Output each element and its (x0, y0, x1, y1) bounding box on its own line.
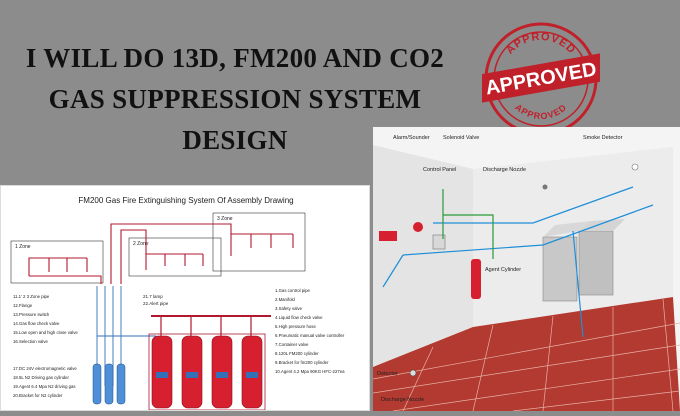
left-label: 11.1′ 2 3 Zone pipe (13, 294, 50, 299)
zone-box-1 (10, 240, 104, 284)
left-label: 14.Gas flow check valve (13, 321, 60, 326)
label-solenoid-valve: Solenoid Valve (443, 135, 479, 141)
fm200-schematic-panel: FM200 Gas Fire Extinguishing System Of A… (0, 185, 370, 411)
zone-pipes (28, 223, 294, 284)
cylinder-label-plate (186, 372, 198, 378)
server-cabinets (542, 219, 625, 302)
floor-grid (372, 298, 680, 412)
schematic-title: FM200 Gas Fire Extinguishing System Of A… (78, 196, 293, 205)
room-illustration-panel: Alarm/Sounder Solenoid Valve Smoke Detec… (372, 127, 680, 412)
smoke-detector (631, 163, 639, 171)
fm200-cylinders (148, 333, 266, 411)
right-label: 2.Manifold (275, 297, 295, 302)
right-label: 1.Gas control pipe (275, 288, 310, 293)
blue-pipes (382, 186, 654, 338)
label-alarm-sounder: Alarm/Sounder (393, 135, 430, 141)
mid-label-alert-pipe: 22.Alert pipe (143, 301, 169, 306)
left-label-list: 11.1′ 2 3 Zone pipe 12.Flange 13.Pressur… (13, 294, 78, 398)
green-pipes (442, 189, 494, 259)
right-label: 10.Agent 4.2 Mpa 90KG HFC-227ea (275, 369, 345, 374)
alarm-sounder (413, 222, 423, 232)
label-discharge-nozzle-bottom: Discharge Nozzle (381, 397, 424, 403)
left-label: 16.Selection valve (13, 339, 48, 344)
room-illustration: Alarm/Sounder Solenoid Valve Smoke Detec… (372, 135, 680, 412)
n2-cylinders (92, 363, 126, 405)
cylinder-label-plate (216, 372, 228, 378)
exit-sign (379, 231, 397, 241)
mid-label-lamp: 21.7 lamp (143, 294, 163, 299)
headline-line-2: GAS SUPPRESSION SYSTEM (48, 84, 422, 114)
hose-pipes (160, 316, 252, 336)
control-pipes (96, 286, 156, 386)
approved-stamp: APPROVED APPROVED APPROVED (482, 22, 600, 136)
right-label: 4.Liquid flow check valve (275, 315, 323, 320)
right-label: 5.High pressure hose (275, 324, 316, 329)
tiled-floor (373, 297, 680, 411)
left-label: 13.Pressure switch (13, 312, 50, 317)
agent-cylinder (471, 259, 481, 299)
headline-line-3: DESIGN (182, 125, 288, 155)
left-label: 20.Bracket for N2 cylinder (13, 393, 63, 398)
n2-cylinder (104, 363, 114, 405)
stamp-top-text: APPROVED (504, 31, 578, 57)
control-panel (432, 234, 446, 250)
left-label: 15.Low open and high close valve (13, 330, 78, 335)
right-label-list: 1.Gas control pipe 2.Manifold 3.Safety v… (275, 288, 345, 374)
label-discharge-nozzle-top: Discharge Nozzle (483, 167, 526, 173)
left-label: 12.Flange (13, 303, 33, 308)
zone-label-3: 3 Zone (217, 216, 233, 222)
stamp-banner (482, 53, 600, 103)
headline-line-1: I WILL DO 13D, FM200 AND CO2 (25, 43, 445, 73)
right-label: 3.Safety valve (275, 306, 303, 311)
cylinder-label-plate (246, 372, 258, 378)
floor-detector (409, 369, 417, 377)
stamp-bottom-text: APPROVED (513, 102, 568, 121)
zone-label-1: 1 Zone (15, 244, 31, 250)
zone-box-3 (212, 212, 306, 272)
label-smoke-detector: Smoke Detector (583, 135, 623, 141)
zone-label-2: 2 Zone (133, 241, 149, 247)
zone-box-2 (128, 237, 222, 277)
discharge-nozzle (542, 184, 548, 190)
label-detector: Detector (377, 371, 398, 377)
right-label: 6.Pneumatic manual valve controller (275, 333, 345, 338)
right-label: 9.Bracket for fm200 cylinder (275, 360, 329, 365)
left-label: 17.DC 24V electromagnetic valve (13, 366, 77, 371)
right-label: 7.Container valve (275, 342, 309, 347)
n2-cylinder (116, 363, 126, 405)
right-label: 8.120L FM200 cylinder (275, 351, 319, 356)
fm200-schematic-drawing: FM200 Gas Fire Extinguishing System Of A… (10, 196, 345, 411)
label-control-panel: Control Panel (423, 167, 456, 173)
cylinder-label-plate (156, 372, 168, 378)
n2-cylinder (92, 363, 102, 405)
left-wall (373, 145, 473, 367)
label-agent-cylinder: Agent Cylinder (485, 267, 521, 273)
left-label: 18.5L N2 Driving gas cylinder (13, 375, 70, 380)
headline: I WILL DO 13D, FM200 AND CO2 GAS SUPPRES… (0, 38, 470, 161)
left-label: 19.Agent 6.4 Mpa N2 driving gas (13, 384, 76, 389)
